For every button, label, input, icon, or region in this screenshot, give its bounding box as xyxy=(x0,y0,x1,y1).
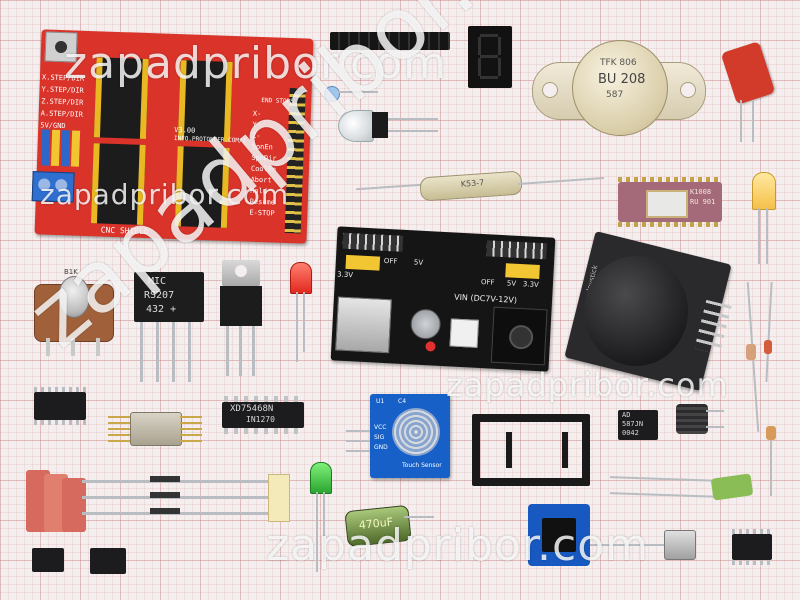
relay-pins xyxy=(108,416,130,442)
dip-chip: XD75468N IN1270 xyxy=(222,396,304,434)
touch-title: Touch Sensor xyxy=(402,462,442,469)
op-amp-chip: AD 587JN 0042 xyxy=(618,410,658,440)
glass-diode xyxy=(764,340,772,354)
opamp-line2: 587JN xyxy=(622,420,644,428)
touch-sensor-board: U1 C4 Touch Sensor VCC SIG GND xyxy=(370,394,450,478)
touch-pad xyxy=(392,408,440,456)
opamp-line3: 0042 xyxy=(622,429,639,437)
axial-capacitor: K53-7 xyxy=(419,170,523,202)
bridge-rectifier: MIC RS207 432 + xyxy=(134,272,204,322)
jumper-left xyxy=(345,254,381,271)
dip-line2: IN1270 xyxy=(246,415,275,424)
potentiometer: B1K xyxy=(34,268,114,356)
red-ptc-fuse xyxy=(720,41,776,105)
mini-module xyxy=(528,504,590,566)
to220-regulator xyxy=(220,260,262,328)
soic-chip-bottom-right xyxy=(732,529,772,565)
dip-line1: XD75468N xyxy=(230,404,274,414)
joystick-cap xyxy=(584,256,688,366)
watermark-top: zapadpribor.com xyxy=(64,38,447,89)
push-button xyxy=(449,318,479,348)
to3-hole-left xyxy=(542,82,558,98)
green-film-capacitor xyxy=(710,473,754,501)
resistor-bodies xyxy=(150,476,180,520)
inductor xyxy=(676,404,708,434)
bridge-line3: 432 + xyxy=(146,304,177,315)
bridge-line2: RS207 xyxy=(144,290,175,301)
yellow-ceramic-block xyxy=(268,474,290,522)
female-header-strip xyxy=(330,32,450,50)
bridge-line1: MIC xyxy=(148,276,167,287)
to3-line2: BU 208 xyxy=(598,72,646,87)
to3-hole-right xyxy=(680,82,696,98)
soic-chip-small-1 xyxy=(32,548,64,572)
touch-u1: U1 xyxy=(376,398,385,405)
small-diode xyxy=(746,344,756,360)
blue-led-small xyxy=(324,86,340,102)
touch-c4: C4 xyxy=(398,398,407,405)
touch-pin-gnd: GND xyxy=(374,444,388,451)
resistor-array xyxy=(26,470,88,532)
to3-dome xyxy=(572,40,668,136)
metal-relay xyxy=(130,412,182,446)
watermark-bottom: zapadpribor.com xyxy=(266,520,649,571)
joystick-pins xyxy=(694,299,732,355)
touch-pin-vcc: VCC xyxy=(374,424,387,431)
dc-jack xyxy=(490,306,548,366)
seven-segment-display xyxy=(468,26,512,88)
to3-line3: 587 xyxy=(606,90,624,100)
vin-label: VIN (DC7V-12V) xyxy=(453,292,518,305)
usb-port xyxy=(335,296,392,354)
led-holder xyxy=(372,112,388,138)
module-led xyxy=(425,341,436,352)
power-supply-module: OFF 3.3V 5V OFF 5V 3.3V VIN (DC7V-12V) xyxy=(330,226,556,372)
label-5v-right: 5V xyxy=(506,279,517,288)
to3-line1: TFK 806 xyxy=(600,58,637,68)
soic-chip-small-2 xyxy=(90,548,126,574)
eprom-window xyxy=(646,190,688,218)
label-33v-left: 3.3V xyxy=(336,270,354,280)
ceramic-cap-right xyxy=(766,426,776,440)
pot-label: B1K xyxy=(64,268,78,276)
version-text: V3.00 xyxy=(174,126,196,135)
label-off-left: OFF xyxy=(383,256,398,266)
watermark-left: zapadpribor.com xyxy=(40,178,290,211)
axial-cap-label: K53-7 xyxy=(460,178,485,189)
module-capacitor xyxy=(409,308,442,340)
jumper-block xyxy=(40,129,82,167)
opamp-line1: AD xyxy=(622,411,631,419)
to3-transistor: TFK 806 BU 208 587 xyxy=(532,40,706,140)
eprom-chip: K1008 RU 901 xyxy=(618,177,722,227)
pot-shaft xyxy=(58,276,90,318)
red-led xyxy=(290,262,312,294)
yellow-led xyxy=(752,172,776,210)
green-led xyxy=(310,462,332,494)
label-off-right: OFF xyxy=(480,277,495,287)
soic-chip xyxy=(34,387,86,425)
watermark-mid-right: zapadpribor.com xyxy=(446,366,729,404)
label-33v-right: 3.3V xyxy=(522,280,539,289)
small-switch xyxy=(664,530,696,560)
eprom-line1: K1008 xyxy=(690,188,712,196)
jumper-right xyxy=(505,263,540,280)
ic-socket xyxy=(472,414,590,486)
eprom-line2: RU 901 xyxy=(690,198,716,206)
label-5v-left: 5V xyxy=(413,258,424,267)
touch-pin-sig: SIG xyxy=(374,434,385,441)
